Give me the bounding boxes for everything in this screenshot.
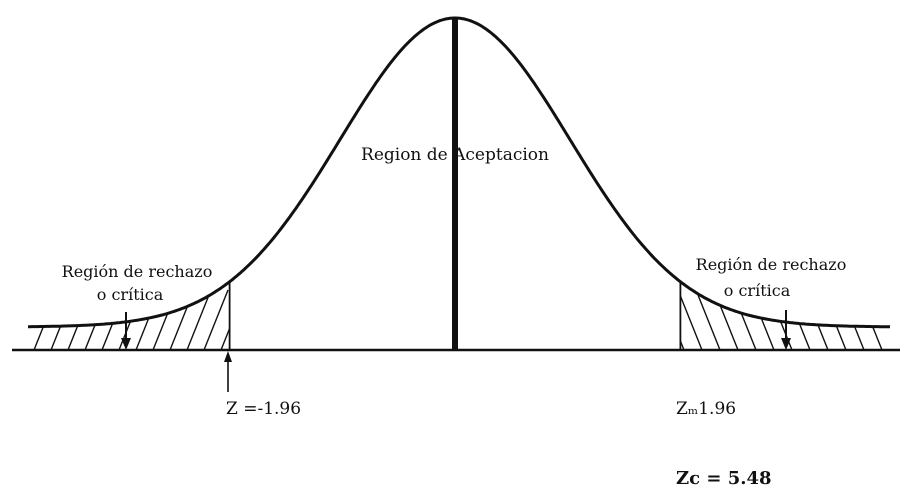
z-calc-label: Zc = 5.48 bbox=[676, 468, 772, 489]
left-critical-arrow bbox=[224, 351, 232, 392]
hatch-line bbox=[695, 289, 721, 350]
hatch-line bbox=[220, 289, 230, 350]
hatch-line bbox=[803, 289, 829, 350]
right-rejection-label-line1: Región de rechazo bbox=[696, 255, 847, 274]
hatch-line bbox=[839, 289, 865, 350]
z-left-label: Z =-1.96 bbox=[226, 399, 301, 419]
z-right-label: Zₘ1.96 bbox=[676, 399, 736, 419]
left-rejection-arrow bbox=[121, 312, 131, 350]
hatch-line bbox=[289, 290, 313, 350]
right-rejection-label-line2: o crítica bbox=[724, 281, 791, 300]
hatch-line bbox=[203, 289, 229, 350]
left-rejection-label-line2: o crítica bbox=[97, 285, 164, 304]
left-rejection-label-line1: Región de rechazo bbox=[62, 262, 213, 281]
hatch-line bbox=[0, 290, 24, 350]
hatch-line bbox=[238, 290, 262, 350]
hatch-line bbox=[680, 289, 703, 350]
acceptance-region-label: Region de Aceptacion bbox=[361, 145, 549, 165]
hatch-line bbox=[875, 289, 890, 350]
hatch-line bbox=[255, 290, 279, 350]
hatch-line bbox=[186, 289, 212, 350]
hatch-line bbox=[894, 290, 905, 350]
bell-curve bbox=[28, 16, 891, 329]
hatch-line bbox=[272, 290, 296, 350]
right-rejection-arrow bbox=[781, 310, 791, 350]
hatch-line bbox=[821, 289, 847, 350]
hatch-line bbox=[857, 289, 883, 350]
